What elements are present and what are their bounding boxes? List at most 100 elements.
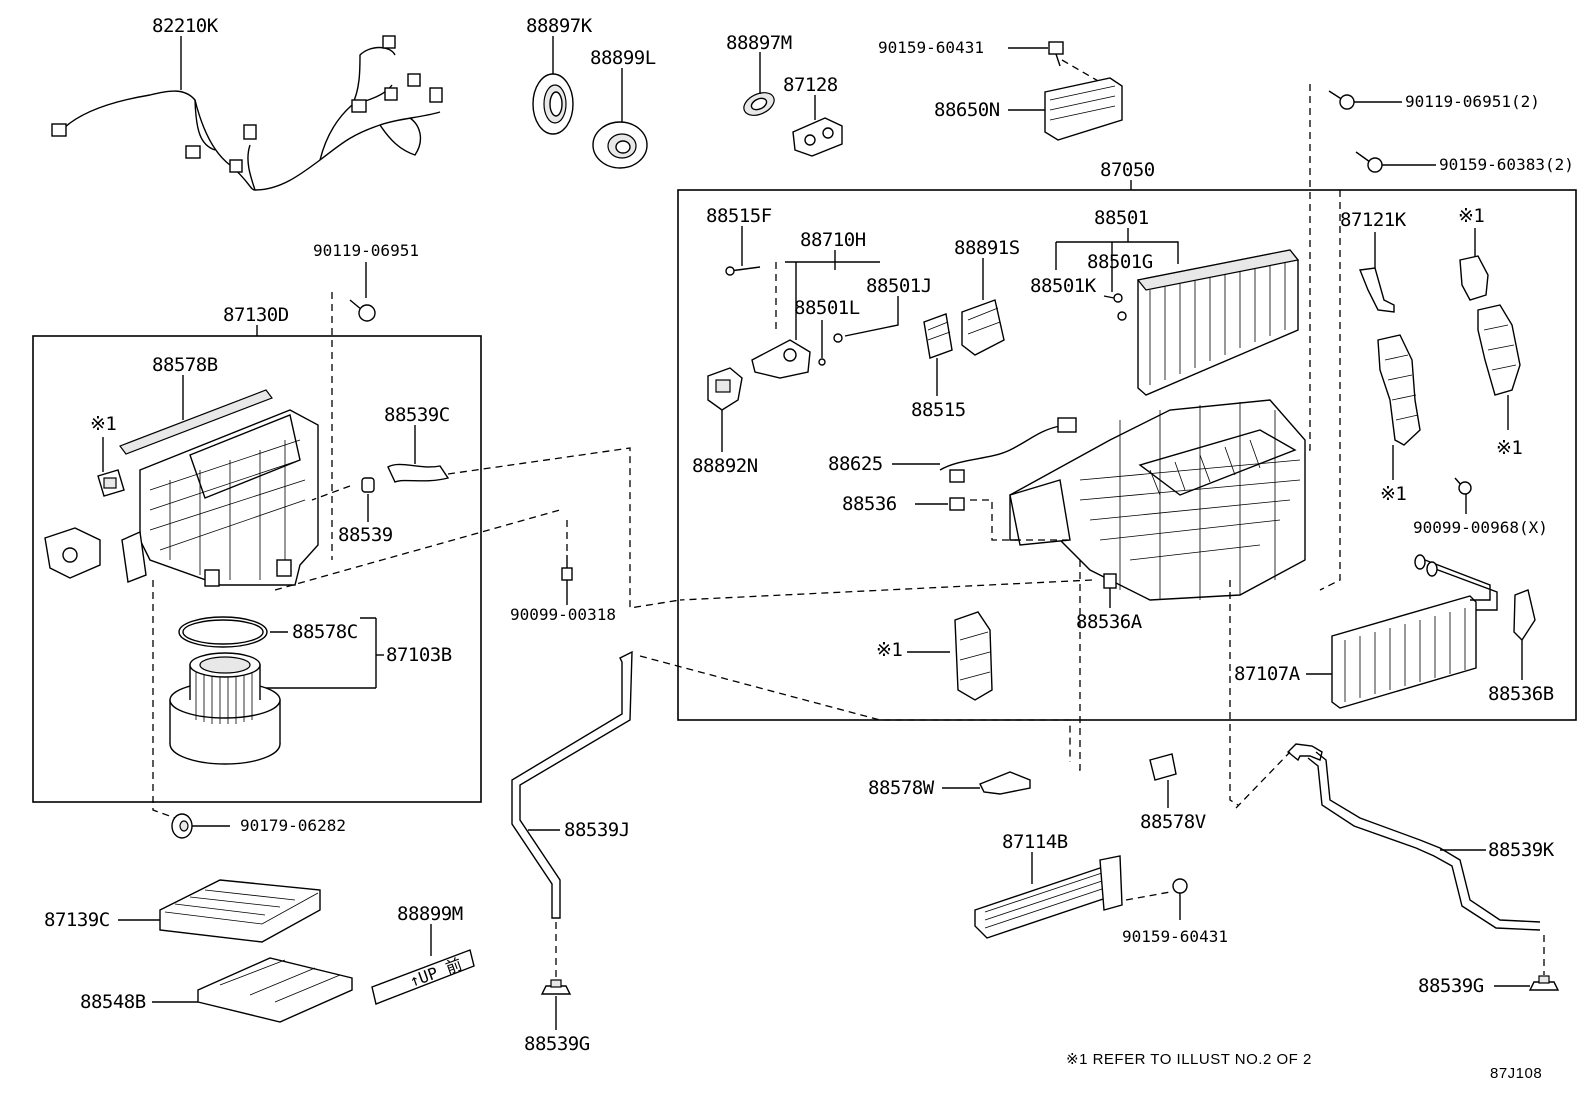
sensor-88536B (1513, 589, 1536, 642)
label-88501: 88501 (1094, 207, 1149, 229)
evaporator-88501 (1136, 249, 1300, 396)
bolt-90119-06951-2 (1328, 90, 1355, 110)
sensor-88892N (707, 367, 743, 411)
blower-housing (139, 409, 319, 587)
grommet-88539G-left (540, 979, 572, 995)
label-88539J: 88539J (564, 819, 630, 841)
actuator-ref1-e (1477, 304, 1521, 396)
nut-90179-06282 (171, 813, 193, 839)
plate-87128 (792, 117, 843, 157)
label-90099-00318: 90099-00318 (510, 605, 616, 624)
label-90159-60383-2: 90159-60383(2) (1439, 155, 1574, 174)
label-87130D: 87130D (223, 304, 289, 326)
heater-core-87107A (1331, 554, 1498, 709)
screw-88515F (725, 266, 761, 276)
actuator-left (44, 527, 147, 583)
bracket-88710H (751, 339, 811, 379)
label-88578W: 88578W (868, 777, 935, 799)
ref-mark-1e: ※1 (1496, 437, 1522, 459)
label-87121K: 87121K (1340, 209, 1407, 231)
label-87139C: 87139C (44, 909, 110, 931)
panel-88899M: ↑UP 前 (371, 949, 475, 1005)
label-88710H: 88710H (800, 229, 866, 251)
label-88536A: 88536A (1076, 611, 1143, 633)
ring-88899L (592, 121, 648, 169)
label-88515: 88515 (911, 399, 966, 421)
bolt-90119-06951 (349, 299, 376, 322)
label-90159-60431-bottom: 90159-60431 (1122, 927, 1228, 946)
label-88501K: 88501K (1030, 275, 1097, 297)
label-88515F: 88515F (706, 205, 772, 227)
grommet-88539G-right (1528, 975, 1560, 991)
ref-mark-1c: ※1 (1380, 483, 1406, 505)
label-88501L: 88501L (794, 297, 860, 319)
ref-mark-1b: ※1 (876, 639, 902, 661)
actuator-88891S (961, 299, 1005, 356)
bracket-88578W (979, 771, 1031, 795)
ring-88539 (361, 477, 375, 493)
sensor-88536A (1103, 573, 1117, 589)
label-88897M: 88897M (726, 32, 792, 54)
sensor-88536 (949, 497, 965, 511)
label-88539: 88539 (338, 524, 393, 546)
oring-88501L (818, 358, 826, 366)
bolt-90159-60431-bottom (1172, 878, 1188, 896)
bracket-88650N (1044, 77, 1123, 141)
ref-mark-1a: ※1 (90, 413, 116, 435)
label-88548B: 88548B (80, 991, 146, 1013)
bolt-90159-60383-2 (1355, 151, 1383, 173)
label-88891S: 88891S (954, 237, 1020, 259)
svg-text:↑UP 前: ↑UP 前 (407, 954, 465, 991)
label-87107A: 87107A (1234, 663, 1301, 685)
box-87050-assembly (677, 189, 1577, 721)
label-88539C: 88539C (384, 404, 450, 426)
duct-right-ref1 (1377, 334, 1421, 446)
seal-ring-88578C (178, 616, 268, 648)
label-87050: 87050 (1100, 159, 1155, 181)
label-88578V: 88578V (1140, 811, 1206, 833)
sensor-88515 (923, 313, 953, 359)
label-88536B: 88536B (1488, 683, 1554, 705)
oring-88501K (1117, 311, 1127, 321)
label-88578B: 88578B (152, 354, 218, 376)
label-88625: 88625 (828, 453, 883, 475)
blower-motor-87103B (169, 652, 281, 765)
wire-harness-82210K (51, 35, 443, 191)
label-87114B: 87114B (1002, 831, 1068, 853)
ref-mark-1d: ※1 (1458, 205, 1484, 227)
label-88536: 88536 (842, 493, 897, 515)
filter-87139C (159, 879, 321, 943)
grommet-88897M (743, 92, 775, 116)
label-90119-06951-2: 90119-06951(2) (1405, 92, 1540, 111)
bracket-87121K (1359, 267, 1395, 313)
oring-88501J (833, 333, 843, 343)
label-88539K: 88539K (1488, 839, 1555, 861)
label-88539G-left: 88539G (524, 1033, 590, 1055)
hvac-unit-87050 (1009, 399, 1306, 601)
label-88897K: 88897K (526, 15, 593, 37)
footnote: ※1 REFER TO ILLUST NO.2 OF 2 (1066, 1051, 1312, 1068)
harness-88625 (939, 417, 1077, 483)
bracket-88578V (1149, 753, 1177, 781)
label-87128: 87128 (783, 74, 838, 96)
label-88650N: 88650N (934, 99, 1000, 121)
label-88899M: 88899M (397, 903, 463, 925)
illustration-id: 87J108 (1490, 1065, 1542, 1082)
ptc-heater-87114B (974, 855, 1123, 939)
label-88501G: 88501G (1087, 251, 1153, 273)
actuator-ref1-d (1459, 255, 1489, 301)
hose-88539J (511, 650, 633, 919)
bolt-90159-60431-top (1048, 41, 1064, 67)
label-90099-00968X: 90099-00968(X) (1413, 518, 1548, 537)
label-88892N: 88892N (692, 455, 758, 477)
label-88578C: 88578C (292, 621, 358, 643)
gasket-88578B (119, 389, 273, 455)
label-90159-60431-top: 90159-60431 (878, 38, 984, 57)
label-90119-06951: 90119-06951 (313, 241, 419, 260)
duct-88539C (387, 463, 450, 483)
label-87103B: 87103B (386, 644, 452, 666)
label-88539G-right: 88539G (1418, 975, 1484, 997)
clip-90099-00968X (1454, 477, 1472, 495)
label-88899L: 88899L (590, 47, 656, 69)
